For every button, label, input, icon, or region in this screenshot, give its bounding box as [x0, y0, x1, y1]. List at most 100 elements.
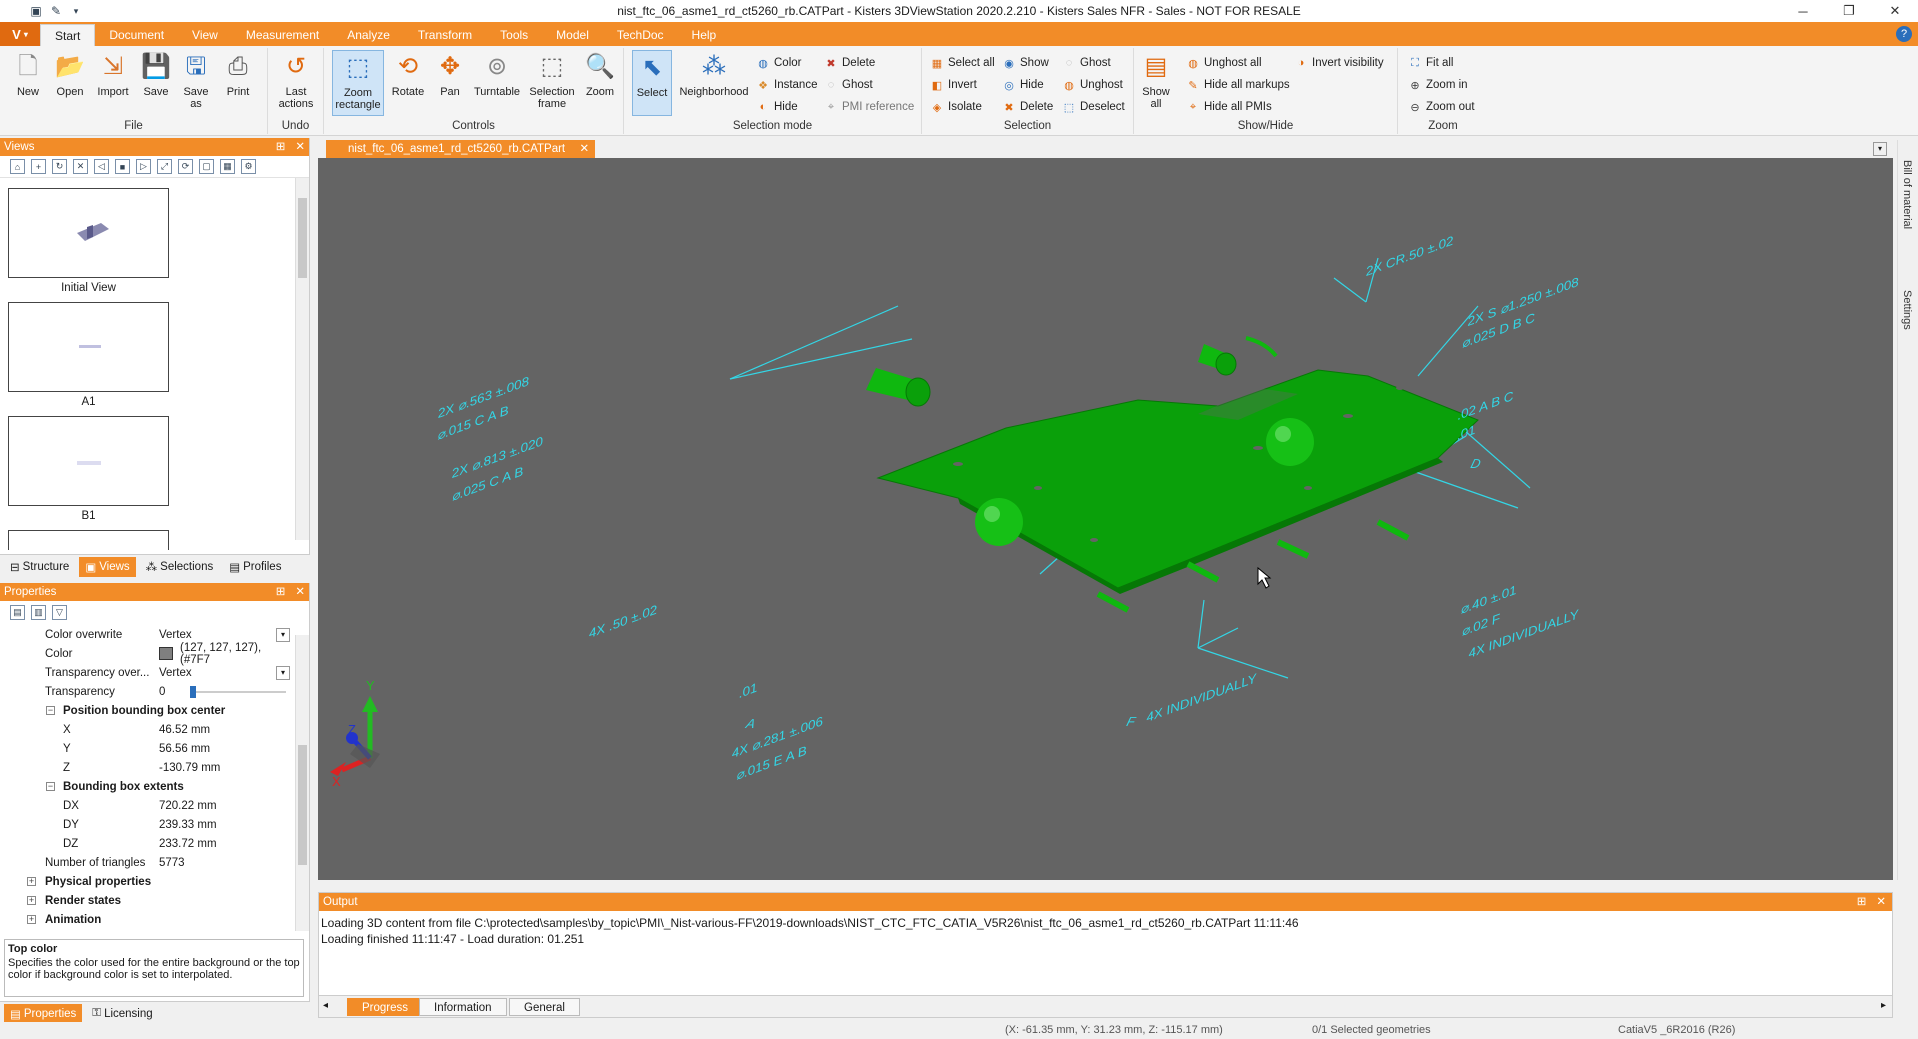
close-panel-icon[interactable]: ✕: [295, 586, 305, 598]
pan-button[interactable]: ✥Pan: [432, 50, 468, 99]
scroll-left-icon[interactable]: ◂: [323, 1000, 329, 1011]
deselect-button[interactable]: ⬚Deselect: [1063, 101, 1125, 114]
slider-handle[interactable]: [190, 686, 196, 698]
properties-scrollbar[interactable]: [295, 635, 309, 931]
tab-progress[interactable]: Progress: [347, 998, 424, 1016]
pin-icon[interactable]: ⊞: [275, 586, 286, 598]
tab-start[interactable]: Start: [40, 24, 96, 46]
hide-all-markups-button[interactable]: ✎Hide all markups: [1186, 76, 1289, 94]
zoom-button[interactable]: 🔍Zoom: [580, 50, 620, 99]
loop-icon[interactable]: ⟳: [178, 159, 193, 174]
help-icon[interactable]: ?: [1896, 26, 1912, 42]
show-button[interactable]: ◉Show: [1002, 54, 1049, 72]
edit-icon[interactable]: ✎: [50, 4, 62, 18]
tab-bill-of-material[interactable]: Bill of material: [1901, 160, 1913, 230]
frame-icon[interactable]: ▢: [199, 159, 214, 174]
tab-list-chevron-icon[interactable]: ▾: [1873, 142, 1887, 156]
last-actions-button[interactable]: ↺Last actions: [276, 50, 316, 111]
app-menu-button[interactable]: V▾: [0, 22, 40, 46]
save-icon[interactable]: ▣: [30, 4, 42, 18]
part-spheres[interactable]: [975, 418, 1314, 546]
document-tab[interactable]: nist_ftc_06_asme1_rd_ct5260_rb.CATPart✕: [326, 140, 596, 158]
transparency-slider[interactable]: [190, 691, 286, 693]
3d-scene[interactable]: 2X CR.50 ±.02 2X S ⌀1.250 ±.008 ⌀.025 D …: [318, 158, 1893, 880]
new-button[interactable]: 🗋New: [10, 50, 46, 99]
scroll-right-icon[interactable]: ▸: [1880, 1000, 1886, 1011]
update-view-icon[interactable]: ↻: [52, 159, 67, 174]
import-button[interactable]: ⇲Import: [92, 50, 134, 99]
close-panel-icon[interactable]: ✕: [1876, 896, 1886, 908]
prop-color[interactable]: Color(127, 127, 127), (#7F7: [45, 641, 262, 666]
invert-selection-button[interactable]: ◧Invert: [931, 79, 977, 92]
part-cylinders[interactable]: [866, 336, 1410, 613]
pin-icon[interactable]: ⊞: [1856, 896, 1867, 908]
restore-button[interactable]: ❐: [1843, 3, 1855, 18]
tab-properties[interactable]: ▤Properties: [4, 1003, 83, 1024]
prop-z[interactable]: Z-130.79 mm: [63, 761, 221, 774]
pin-icon[interactable]: ⊞: [275, 141, 286, 153]
pmi-reference-button[interactable]: ⌖PMI reference: [824, 98, 914, 116]
delete-view-icon[interactable]: ✕: [73, 159, 88, 174]
section-animation[interactable]: +Animation: [27, 913, 102, 926]
section-render-states[interactable]: +Render states: [27, 894, 122, 907]
hide-mode-button[interactable]: ◐Hide: [756, 98, 798, 116]
categorized-icon[interactable]: ▤: [10, 604, 25, 620]
tab-licensing[interactable]: ⚿Licensing: [92, 1007, 153, 1020]
view-thumbnail-initial[interactable]: [8, 188, 169, 278]
stop-icon[interactable]: ■: [115, 159, 130, 174]
ghost-mode-button[interactable]: ◌Ghost: [824, 76, 873, 94]
save-button[interactable]: 💾Save: [138, 50, 174, 99]
expand-icon[interactable]: +: [27, 914, 36, 924]
zoom-out-button[interactable]: ⊖Zoom out: [1408, 98, 1474, 116]
tab-information[interactable]: Information: [419, 998, 507, 1016]
view-thumbnail-partial[interactable]: [8, 530, 169, 550]
neighborhood-button[interactable]: ⁂Neighborhood: [674, 50, 754, 99]
tab-document[interactable]: Document: [109, 28, 165, 42]
tab-measurement[interactable]: Measurement: [245, 28, 320, 42]
tab-transform[interactable]: Transform: [417, 28, 473, 42]
3d-viewport[interactable]: 2X CR.50 ±.02 2X S ⌀1.250 ±.008 ⌀.025 D …: [318, 158, 1893, 880]
unghost-button[interactable]: ◍Unghost: [1062, 76, 1123, 94]
close-tab-icon[interactable]: ✕: [579, 143, 590, 155]
ghost-button[interactable]: ◌Ghost: [1062, 54, 1111, 72]
tab-settings[interactable]: Settings: [1901, 290, 1913, 330]
grid-icon[interactable]: ▦: [220, 159, 235, 174]
export-view-icon[interactable]: ⤢: [157, 159, 172, 174]
select-button[interactable]: ⬉Select: [632, 50, 672, 116]
settings-view-icon[interactable]: ⚙: [241, 159, 256, 174]
tab-help[interactable]: Help: [691, 28, 717, 42]
delete-mode-button[interactable]: ✖Delete: [824, 54, 875, 72]
zoom-rectangle-button[interactable]: ⬚Zoom rectangle: [332, 50, 384, 116]
selection-frame-button[interactable]: ⬚Selection frame: [526, 50, 578, 111]
collapse-icon[interactable]: −: [46, 705, 55, 715]
chevron-down-icon[interactable]: ▾: [276, 627, 290, 642]
view-thumbnail-b1[interactable]: [8, 416, 169, 506]
unghost-all-button[interactable]: ◍Unghost all: [1186, 54, 1261, 72]
open-button[interactable]: 📂Open: [52, 50, 88, 99]
section-bounding-box-extents[interactable]: −Bounding box extents: [46, 780, 184, 793]
part-plate[interactable]: [876, 369, 1479, 594]
chevron-down-icon[interactable]: ▾: [276, 665, 290, 680]
add-view-icon[interactable]: +: [31, 159, 46, 174]
tab-general[interactable]: General: [509, 998, 580, 1016]
close-button[interactable]: ✕: [1889, 3, 1901, 18]
dropdown-icon[interactable]: ▾: [73, 5, 79, 16]
rotate-button[interactable]: ⟲Rotate: [388, 50, 428, 99]
tab-profiles[interactable]: ▤Profiles: [229, 560, 282, 574]
previous-view-icon[interactable]: ◁: [94, 159, 109, 174]
collapse-icon[interactable]: −: [46, 781, 55, 791]
alphabetical-icon[interactable]: ▥: [31, 604, 46, 620]
zoom-in-button[interactable]: ⊕Zoom in: [1408, 76, 1467, 94]
color-mode-button[interactable]: ◍Color: [756, 54, 801, 72]
invert-visibility-button[interactable]: ◑Invert visibility: [1294, 54, 1384, 72]
fit-all-button[interactable]: ⛶Fit all: [1408, 54, 1453, 72]
views-scrollbar[interactable]: [295, 178, 309, 540]
expand-icon[interactable]: +: [27, 876, 36, 886]
prop-transparency-overwrite[interactable]: Transparency over...Vertex▾: [0, 663, 292, 682]
